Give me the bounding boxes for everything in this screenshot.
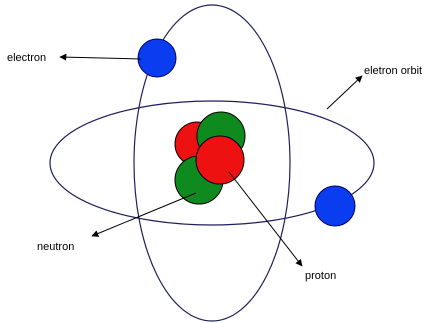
electron-top xyxy=(137,38,177,78)
proton-label: proton xyxy=(305,270,336,282)
electron-right xyxy=(314,185,356,227)
orbit-label: eletron orbit xyxy=(364,65,422,77)
horizontal-orbit xyxy=(49,100,375,226)
vertical-orbit xyxy=(133,4,291,322)
proton-front xyxy=(195,135,245,185)
neutron-arrow xyxy=(91,192,197,237)
electron-label: electron xyxy=(7,52,46,64)
orbit-arrow xyxy=(326,75,363,110)
neutron-label: neutron xyxy=(37,241,74,253)
electron-arrow xyxy=(59,53,142,61)
nucleus xyxy=(174,111,246,205)
proton-arrow xyxy=(228,171,303,267)
